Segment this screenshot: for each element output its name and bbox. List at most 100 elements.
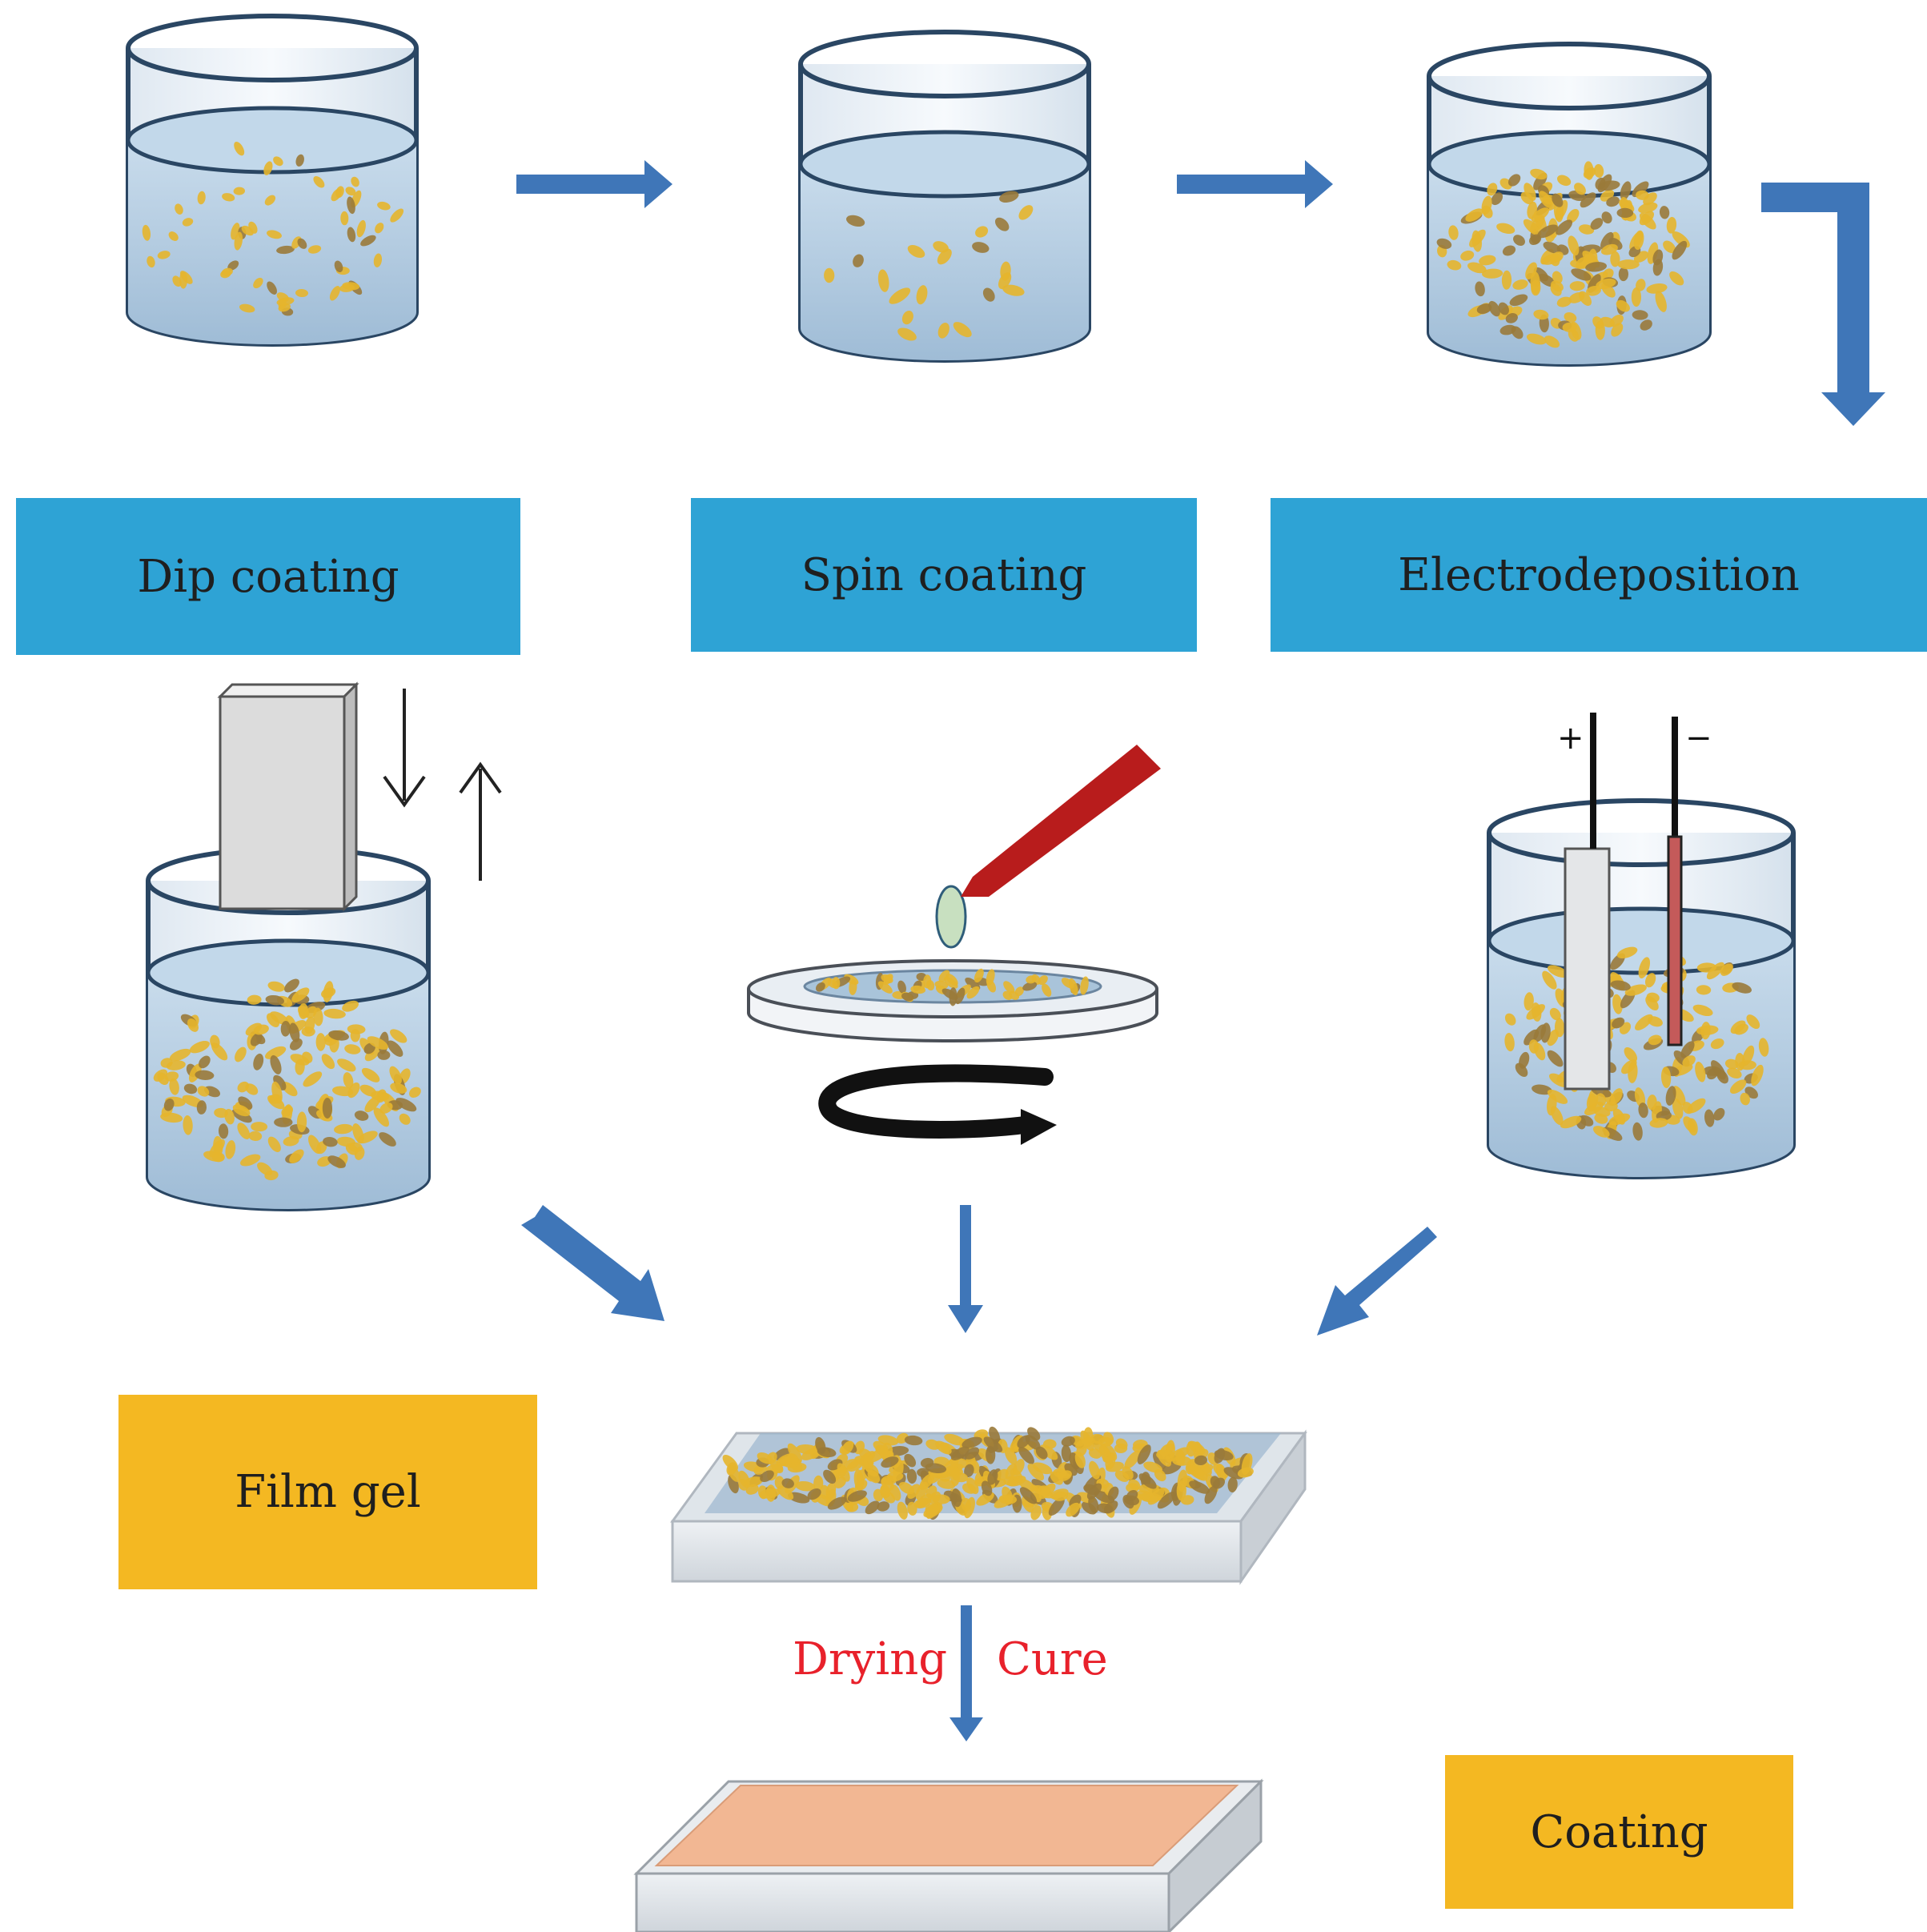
- particle: [907, 244, 925, 259]
- particle: [142, 224, 151, 241]
- particle: [175, 203, 183, 215]
- particle: [849, 979, 857, 995]
- particle: [222, 193, 235, 202]
- particle: [1646, 283, 1668, 294]
- particle: [1758, 1038, 1769, 1057]
- particle: [395, 1098, 417, 1112]
- particle: [183, 1115, 193, 1135]
- particle: [289, 1022, 300, 1042]
- particle: [1066, 1502, 1080, 1517]
- particle: [1531, 207, 1550, 223]
- particle: [1568, 328, 1580, 342]
- particle: [881, 1456, 899, 1468]
- particle: [877, 269, 889, 292]
- particle: [950, 1446, 970, 1460]
- particle: [1638, 957, 1651, 979]
- particle: [904, 1435, 923, 1446]
- particle: [1460, 250, 1475, 261]
- particle: [1524, 1029, 1540, 1046]
- particle: [1501, 270, 1512, 290]
- particle: [321, 1054, 335, 1070]
- particle: [1665, 1086, 1676, 1106]
- particle: [298, 1003, 309, 1019]
- particle: [759, 1488, 781, 1499]
- particle: [1042, 1504, 1052, 1520]
- particle: [1491, 192, 1503, 206]
- particle: [1636, 190, 1649, 200]
- particle: [837, 1463, 850, 1482]
- particle: [1515, 1062, 1528, 1077]
- particle: [296, 1111, 307, 1133]
- particle: [1595, 177, 1606, 191]
- particle: [1596, 1093, 1607, 1107]
- particle: [1192, 1468, 1208, 1481]
- particle: [1061, 1436, 1075, 1447]
- particle: [1646, 992, 1660, 1003]
- particle: [760, 1470, 774, 1482]
- particle: [1579, 1115, 1594, 1127]
- arrow-dip-to-film: [521, 1205, 664, 1321]
- particle: [777, 1485, 794, 1500]
- particle: [1655, 291, 1667, 312]
- arrows-top: [516, 160, 1885, 426]
- particle: [1556, 175, 1572, 187]
- particle: [1186, 1441, 1196, 1457]
- particle: [1189, 1480, 1210, 1494]
- beaker-gel: [1427, 42, 1712, 367]
- particle: [342, 1000, 359, 1012]
- particle: [267, 981, 285, 992]
- particle: [1659, 206, 1670, 219]
- particle: [1648, 1034, 1662, 1046]
- particle: [897, 327, 917, 341]
- arrow-growth-to-gel: [1177, 160, 1333, 208]
- particle: [743, 1476, 763, 1488]
- particle: [1086, 1483, 1102, 1500]
- spin-coating-illustration: [747, 745, 1161, 1145]
- particle: [1475, 281, 1485, 297]
- particle: [373, 253, 383, 267]
- particle: [867, 1470, 881, 1484]
- film-gel-slab: [670, 1426, 1307, 1585]
- particle: [779, 1456, 793, 1467]
- particle: [1683, 1116, 1696, 1133]
- particle: [898, 1482, 915, 1495]
- particle: [1482, 205, 1493, 219]
- particle: [367, 1036, 388, 1050]
- particle: [364, 1095, 381, 1113]
- particle: [1022, 982, 1038, 991]
- anode-sign: +: [1557, 720, 1584, 757]
- rotation-arrow: [818, 1064, 1054, 1139]
- drying-label: Drying: [793, 1633, 948, 1685]
- particle: [897, 980, 906, 994]
- particle: [943, 976, 958, 989]
- particle: [347, 227, 356, 243]
- particle: [925, 1463, 947, 1474]
- particle: [815, 1436, 826, 1454]
- particle: [1509, 294, 1528, 307]
- particle: [295, 1058, 305, 1075]
- particle: [218, 1123, 229, 1139]
- particle: [1624, 1047, 1638, 1062]
- particle: [1526, 333, 1547, 345]
- particle: [1687, 1098, 1706, 1114]
- particle: [1214, 1449, 1234, 1461]
- particle: [1499, 324, 1516, 335]
- particle: [937, 1479, 956, 1489]
- particle: [933, 241, 949, 253]
- particle: [1618, 267, 1629, 282]
- particle: [1600, 316, 1615, 327]
- particle: [994, 217, 1010, 231]
- particle: [313, 176, 325, 188]
- particle: [1729, 1079, 1747, 1095]
- particle: [1610, 980, 1631, 991]
- particle: [1157, 1492, 1176, 1509]
- particle: [1547, 1050, 1564, 1067]
- particle: [274, 1117, 293, 1127]
- particle: [1532, 1084, 1552, 1095]
- particle: [1026, 975, 1037, 984]
- particle: [1153, 1452, 1166, 1470]
- particle: [1019, 1487, 1038, 1504]
- particle: [1107, 1486, 1119, 1501]
- particle: [389, 1066, 402, 1085]
- particle: [297, 238, 307, 249]
